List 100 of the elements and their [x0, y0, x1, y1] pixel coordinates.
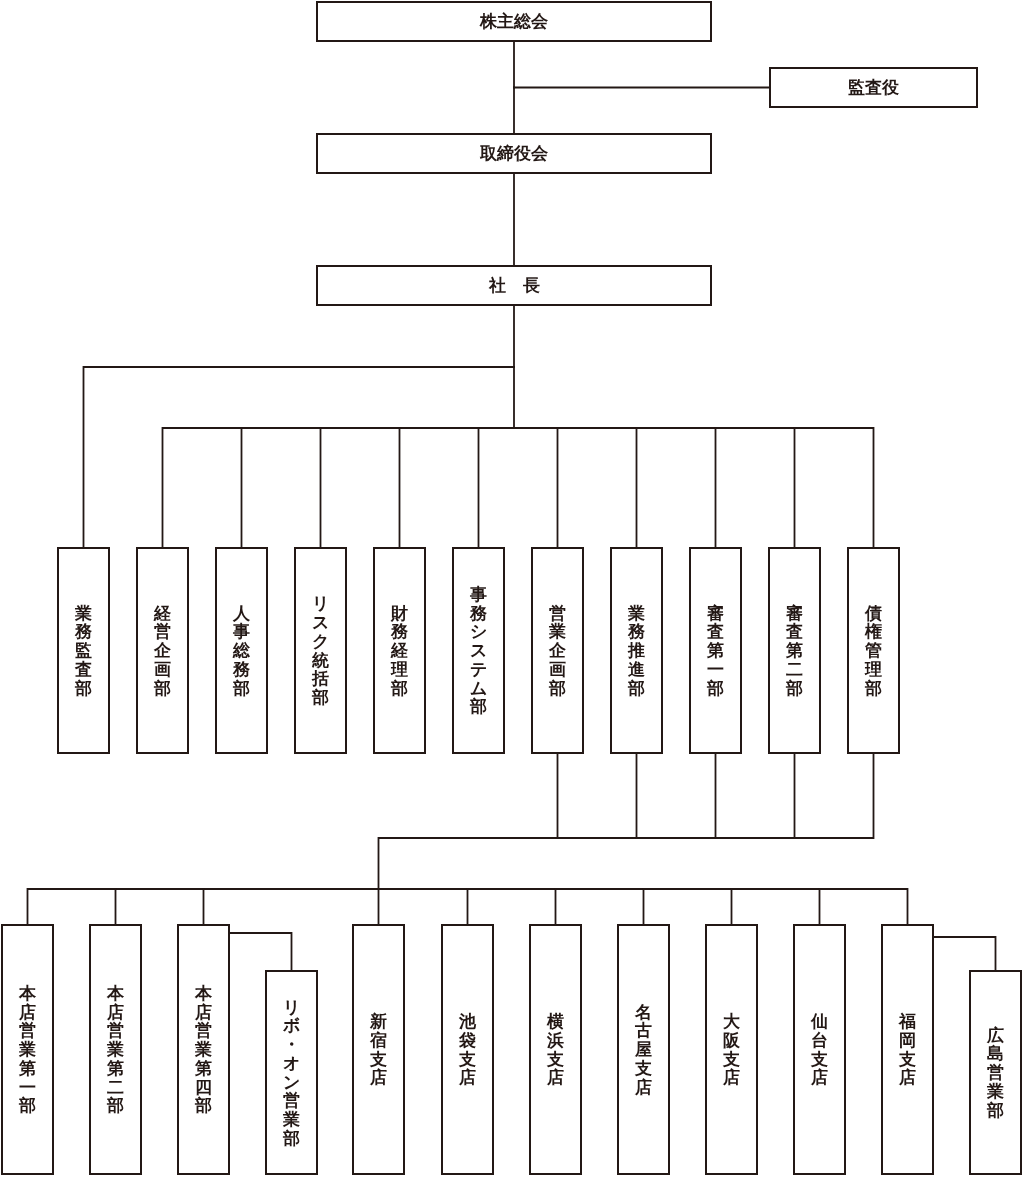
- unit-name: 池袋支店: [459, 1012, 476, 1087]
- org-unit-box: [769, 67, 978, 108]
- org-unit-box: [316, 133, 712, 174]
- org-unit-box: [617, 924, 670, 1175]
- org-unit-box: [969, 970, 1022, 1175]
- org-unit-box: [215, 547, 268, 754]
- connector-line: [319, 427, 401, 429]
- connector-line: [793, 753, 796, 839]
- connector-line: [466, 888, 469, 925]
- connector-line: [319, 427, 322, 548]
- org-unit-box: [316, 1, 712, 42]
- unit-name: 人事総務部: [233, 603, 250, 698]
- connector-line: [466, 888, 557, 890]
- connector-line: [556, 753, 559, 839]
- org-unit-box: [441, 924, 494, 1175]
- unit-name: 名古屋支店: [635, 1002, 652, 1097]
- connector-line: [642, 888, 645, 925]
- connector-line: [240, 427, 243, 548]
- connector-line: [513, 86, 515, 134]
- connector-line: [398, 427, 401, 548]
- connector-line: [635, 837, 717, 839]
- org-unit-box: [89, 924, 142, 1175]
- connector-line: [793, 427, 875, 548]
- connector-line: [513, 41, 515, 89]
- org-unit-box: [352, 924, 405, 1175]
- connector-line: [714, 837, 796, 839]
- connector-line: [730, 888, 733, 925]
- unit-name: 審査第二部: [786, 603, 803, 698]
- connector-line: [793, 427, 796, 548]
- org-unit-box: [1, 924, 54, 1175]
- connector-line: [513, 366, 515, 429]
- connector-line: [377, 888, 380, 925]
- unit-name: 横浜支店: [547, 1012, 564, 1087]
- connector-line: [642, 888, 733, 890]
- connector-line: [818, 888, 909, 925]
- connector-line: [398, 427, 480, 429]
- connector-line: [556, 837, 638, 839]
- connector-line: [635, 753, 638, 839]
- org-unit-box: [294, 547, 347, 754]
- org-unit-box: [768, 547, 821, 754]
- unit-name: 経営企画部: [154, 603, 171, 698]
- unit-name: 業務監査部: [75, 603, 92, 698]
- connector-line: [635, 427, 717, 429]
- unit-name: 営業企画部: [549, 603, 566, 698]
- connector-line: [554, 888, 557, 925]
- connector-line: [114, 888, 117, 925]
- org-unit-box: [57, 547, 110, 754]
- unit-name: リスク統括部: [312, 594, 329, 707]
- unit-name: 業務推進部: [628, 603, 645, 698]
- org-unit-box: [136, 547, 189, 754]
- unit-name: 新宿支店: [370, 1012, 387, 1087]
- unit-name: 財務経理部: [391, 603, 408, 698]
- unit-name: 仙台支店: [811, 1012, 828, 1087]
- connector-line: [477, 427, 480, 548]
- unit-name: 審査第一部: [707, 603, 724, 698]
- unit-name: 大阪支店: [723, 1012, 740, 1087]
- connector-line: [818, 888, 821, 925]
- unit-name: リボ・オン営業部: [283, 997, 300, 1148]
- org-unit-box: [452, 547, 505, 754]
- connector-line: [513, 305, 515, 368]
- connector-line: [793, 753, 875, 839]
- unit-name: 社 長: [488, 277, 540, 294]
- org-unit-box: [529, 924, 582, 1175]
- unit-name: 福岡支店: [899, 1012, 916, 1087]
- org-unit-box: [847, 547, 900, 754]
- unit-name: 債権管理部: [865, 603, 882, 698]
- unit-name: 広島営業部: [987, 1025, 1004, 1120]
- connector-line: [229, 932, 293, 971]
- connector-line: [377, 888, 469, 890]
- org-unit-box: [531, 547, 584, 754]
- org-unit-box: [373, 547, 426, 754]
- connector-line: [161, 427, 243, 548]
- connector-line: [556, 427, 638, 429]
- connector-line: [714, 753, 717, 839]
- unit-name: 事務システム部: [470, 585, 487, 716]
- connector-line: [635, 427, 638, 548]
- connector-line: [513, 427, 559, 429]
- org-unit-box: [316, 265, 712, 306]
- unit-name: 監査役: [848, 79, 899, 96]
- connector-line: [513, 86, 770, 89]
- connector-line: [714, 427, 717, 548]
- connector-line: [240, 427, 322, 429]
- org-unit-box: [705, 924, 758, 1175]
- unit-name: 本店営業第二部: [107, 984, 124, 1115]
- connector-line: [377, 837, 559, 890]
- unit-name: 本店営業第一部: [19, 984, 36, 1115]
- unit-name: 株主総会: [480, 13, 548, 30]
- connector-line: [202, 888, 380, 890]
- connector-line: [26, 888, 117, 925]
- org-unit-box: [265, 970, 318, 1175]
- connector-line: [477, 427, 515, 429]
- connector-line: [114, 888, 205, 890]
- org-unit-box: [881, 924, 934, 1175]
- connector-line: [933, 936, 997, 971]
- connector-line: [82, 366, 515, 548]
- connector-line: [714, 427, 796, 429]
- connector-line: [513, 173, 515, 266]
- org-unit-box: [689, 547, 742, 754]
- org-unit-box: [177, 924, 230, 1175]
- connector-line: [554, 888, 645, 890]
